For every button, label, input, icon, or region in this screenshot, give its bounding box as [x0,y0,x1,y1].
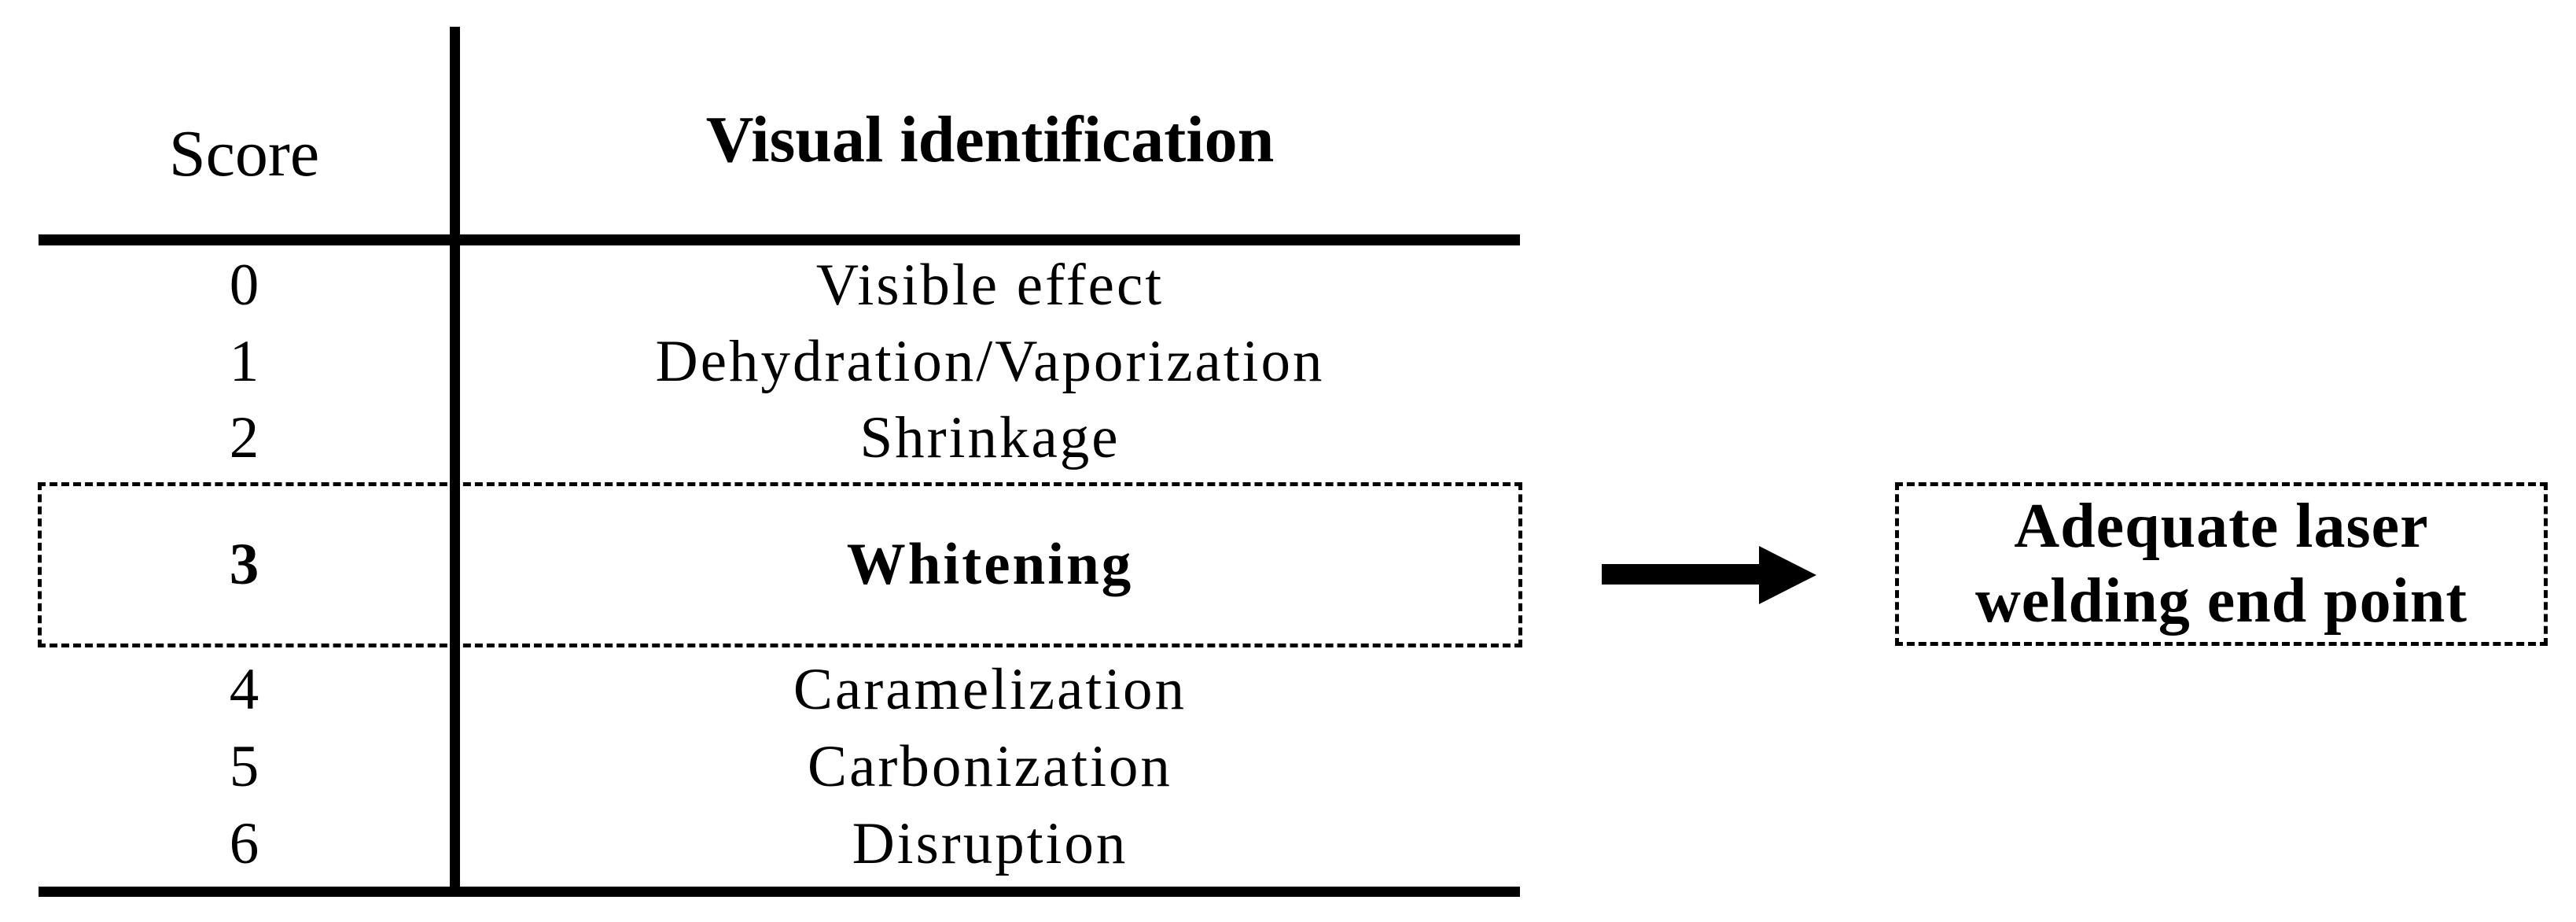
row-score-value: 2 [229,405,259,470]
row-label: Shrinkage [859,405,1121,470]
header-visual-identification-label: Visual identification [705,103,1275,176]
table-header-separator-line [39,234,1520,245]
row-label: Visible effect [815,253,1165,318]
row-score-value: 1 [229,329,259,394]
arrow-right-icon [1602,546,1816,604]
highlight-dashed-box [38,482,1522,647]
table-column-divider-line [450,27,460,897]
row-label: Disruption [852,811,1128,876]
row-label: Caramelization [793,657,1187,722]
endpoint-text-line1: Adequate laser [2014,492,2429,561]
header-score-label: Score [168,117,320,190]
endpoint-callout-box: Adequate laser welding end point [1895,482,2548,646]
row-label: Whitening [846,532,1134,597]
endpoint-text-line2: welding end point [1974,566,2468,636]
table-bottom-line [39,887,1520,897]
row-score-value: 0 [229,253,259,318]
row-score-value: 6 [229,811,259,876]
row-label: Carbonization [808,734,1172,799]
row-score-value: 3 [229,532,259,597]
row-score-value: 4 [229,657,259,722]
row-score-value: 5 [229,734,259,799]
row-label: Dehydration/Vaporization [655,329,1325,394]
